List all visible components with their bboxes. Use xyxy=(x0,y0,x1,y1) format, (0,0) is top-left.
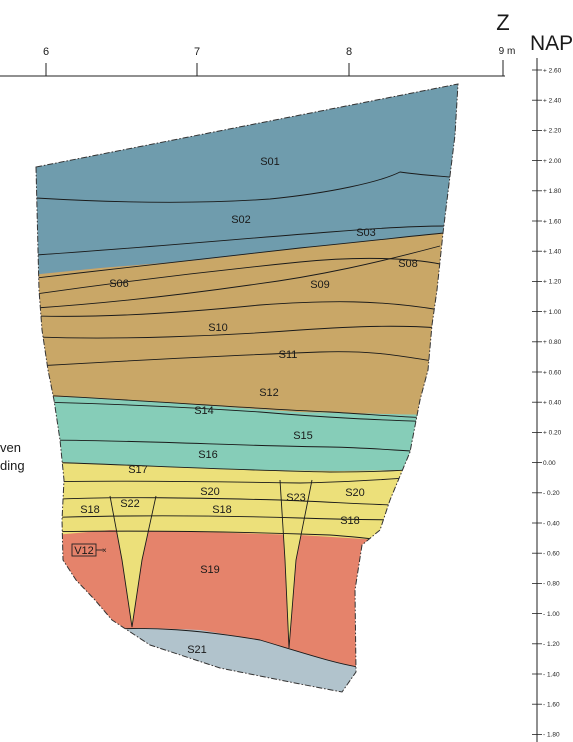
layer-boundaries xyxy=(36,171,458,669)
boundary-line xyxy=(36,245,441,309)
boundary-line xyxy=(36,171,458,203)
boundary-line xyxy=(36,232,446,279)
boundary-line xyxy=(36,401,441,423)
layer-label-s03: S03 xyxy=(356,227,376,239)
layer-label-s16: S16 xyxy=(198,449,218,461)
nap-tick-label: - 1.00 xyxy=(543,611,560,618)
layer-label-s01: S01 xyxy=(260,156,280,168)
layer-label-s08: S08 xyxy=(398,258,418,270)
boundary-line xyxy=(36,461,441,473)
layer-label-s14: S14 xyxy=(194,405,214,417)
nap-tick-label: - 1.20 xyxy=(543,641,560,648)
feature-s23-outline xyxy=(279,479,313,649)
boundary-line xyxy=(36,351,441,367)
nap-tick-label: + 2.40 xyxy=(543,98,562,105)
layer-label-s12: S12 xyxy=(259,387,279,399)
profile-outline xyxy=(35,83,459,693)
nap-tick-label: + 2.00 xyxy=(543,158,562,165)
layer-label-s11: S11 xyxy=(279,349,298,361)
side-label: Z xyxy=(496,10,509,35)
layer-fill-blue xyxy=(36,84,458,278)
boundary-line xyxy=(36,301,441,317)
layer-label-s23: S23 xyxy=(286,492,306,504)
boundary-line xyxy=(36,325,441,339)
axis-end-label: 9 m xyxy=(499,46,516,57)
layer-label-s20-left: S20 xyxy=(200,486,220,498)
layer-label-s18-left: S18 xyxy=(80,504,100,516)
boundary-line xyxy=(36,475,441,484)
layer-label-s18-mid: S18 xyxy=(212,504,232,516)
left-text-line-1: ven xyxy=(0,440,21,455)
nap-tick-label: + 2.20 xyxy=(543,128,562,135)
boundary-line xyxy=(36,497,421,507)
nap-tick-label: - 0.20 xyxy=(543,490,560,497)
datum-label: NAP xyxy=(530,32,573,55)
nap-tick-label: - 1.80 xyxy=(543,732,560,739)
horizontal-axis: 6 7 8 9 m Z NAP xyxy=(0,10,573,77)
boundary-line xyxy=(36,225,446,256)
layer-label-s06: S06 xyxy=(109,278,129,290)
nap-tick-label: + 1.80 xyxy=(543,188,562,195)
left-text-line-2: ding xyxy=(0,458,25,473)
find-marker-v12: V12 × xyxy=(71,543,107,557)
layer-label-s15: S15 xyxy=(293,430,313,442)
nap-tick-label: + 0.40 xyxy=(543,400,562,407)
layer-label-s18-right: S18 xyxy=(340,515,360,527)
nap-scale: + 2.60 + 2.40 + 2.20 + 2.00 + 1.80 + 1.60 + 1.… xyxy=(532,58,562,742)
nap-tick-label: + 1.00 xyxy=(543,309,562,316)
nap-tick-label: + 2.60 xyxy=(543,67,562,74)
nap-tick-label: 0.00 xyxy=(543,460,556,467)
nap-tick-label: + 0.20 xyxy=(543,430,562,437)
axis-tick-label-8: 8 xyxy=(346,46,352,58)
nap-tick-label: + 0.60 xyxy=(543,369,562,376)
nap-tick-label: - 1.40 xyxy=(543,671,560,678)
nap-tick-label: + 1.20 xyxy=(543,279,562,286)
layer-label-s02: S02 xyxy=(231,214,251,226)
boundary-line xyxy=(36,439,441,453)
layer-labels: S01 S02 S03 S06 S08 S09 S10 S11 S12 S14 … xyxy=(80,156,418,656)
nap-tick-label: - 1.60 xyxy=(543,702,560,709)
axis-tick-label-6: 6 xyxy=(43,46,49,58)
layer-label-s20-right: S20 xyxy=(345,487,365,499)
layer-label-s09: S09 xyxy=(310,279,330,291)
boundary-line xyxy=(99,628,366,669)
nap-tick-label: + 1.40 xyxy=(543,249,562,256)
find-label: V12 xyxy=(74,545,94,557)
feature-s22-fill xyxy=(110,496,156,627)
layer-label-s21: S21 xyxy=(187,644,207,656)
layer-label-s19: S19 xyxy=(200,564,220,576)
nap-tick-label: + 1.60 xyxy=(543,218,562,225)
layer-label-s22: S22 xyxy=(120,498,140,510)
boundary-line xyxy=(36,257,441,295)
nap-tick-label: - 0.80 xyxy=(543,581,560,588)
find-point-icon: × xyxy=(102,546,107,555)
layer-label-s17: S17 xyxy=(128,464,148,476)
feature-s22-outline xyxy=(109,495,157,628)
boundary-line xyxy=(36,394,441,419)
layer-label-s10: S10 xyxy=(208,322,228,334)
feature-s23-fill xyxy=(280,480,312,648)
nap-tick-label: - 0.60 xyxy=(543,551,560,558)
nap-tick-label: - 0.40 xyxy=(543,520,560,527)
nap-tick-label: + 0.80 xyxy=(543,339,562,346)
axis-tick-label-7: 7 xyxy=(194,46,200,58)
